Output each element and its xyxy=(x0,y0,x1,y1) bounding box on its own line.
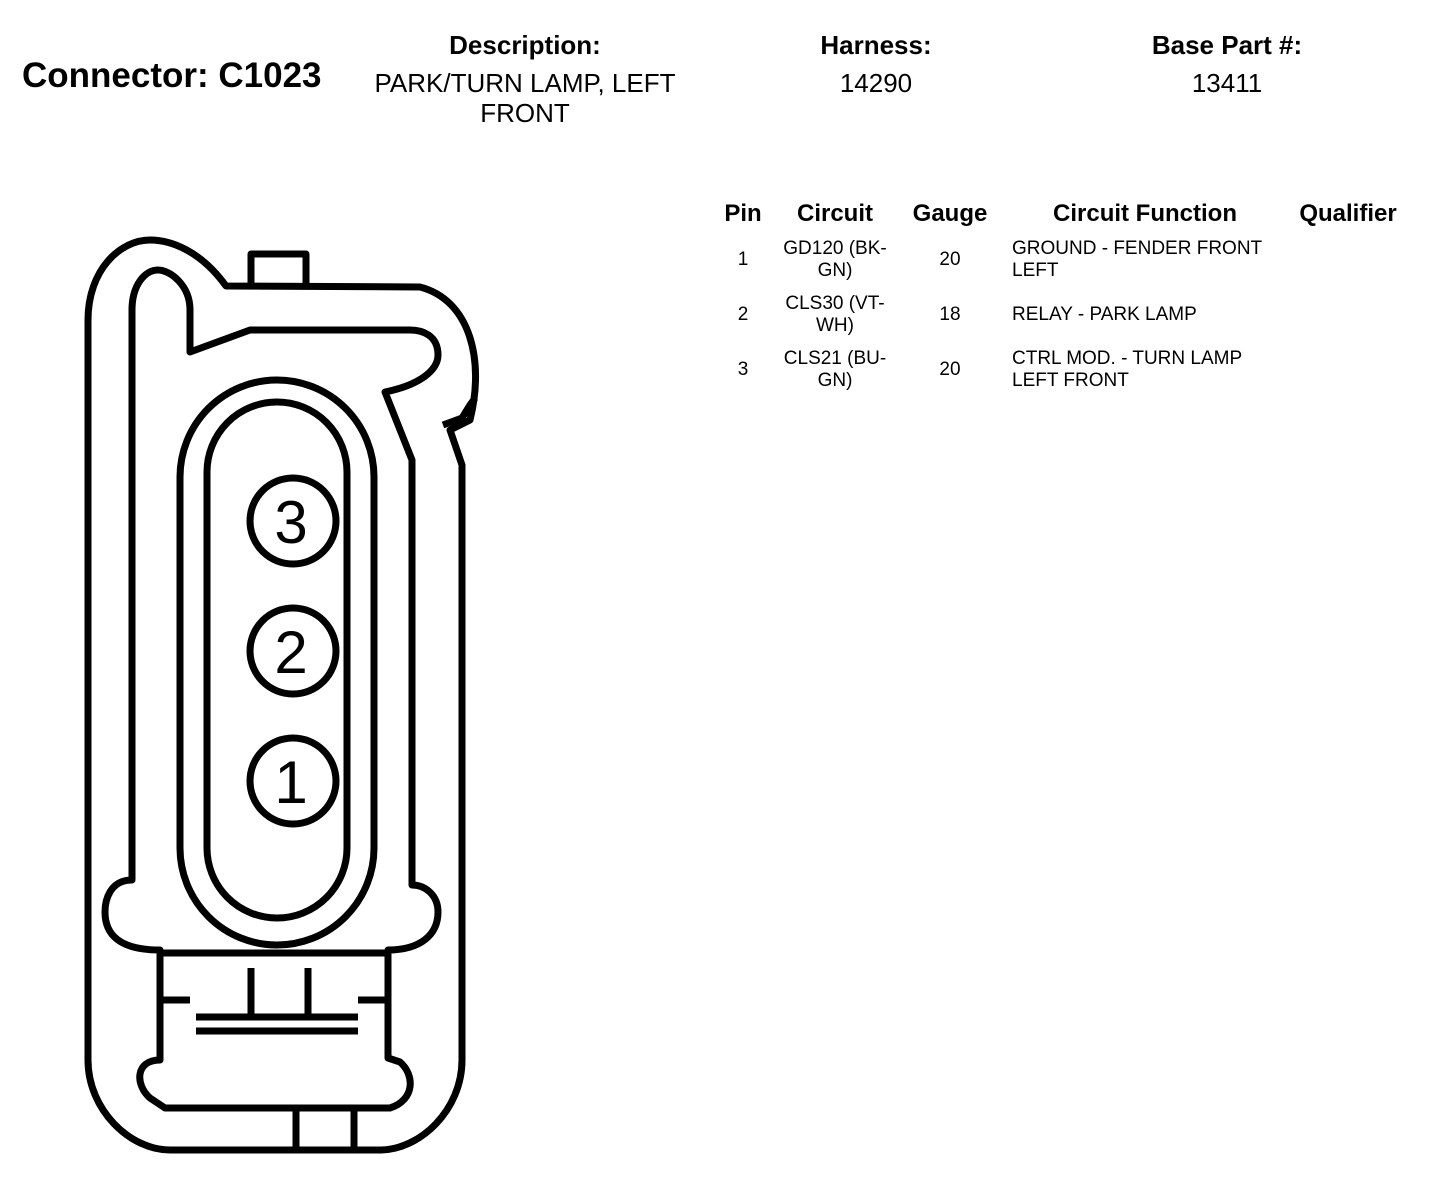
pin-2: 2 xyxy=(246,604,340,698)
cell-pin: 1 xyxy=(737,248,749,270)
pin-1-label: 1 xyxy=(274,749,307,816)
bottom-key-tab xyxy=(292,1106,358,1150)
pin-3-circle xyxy=(246,474,340,568)
pin-3: 3 xyxy=(246,474,340,568)
column-header-circuit-function: Circuit Function xyxy=(1053,200,1237,227)
cell-circuit-function: GROUND - FENDER FRONT LEFT xyxy=(1012,237,1262,281)
cell-qualifier xyxy=(1288,232,1408,287)
harness-value: 14290 xyxy=(839,68,913,98)
cell-qualifier xyxy=(1288,287,1408,342)
table-row: 2 CLS30 (VT-WH) 18 RELAY - PARK LAMP xyxy=(714,287,1408,342)
connector-title: Connector: C1023 xyxy=(22,56,322,95)
column-header-gauge: Gauge xyxy=(912,200,988,227)
cell-circuit: GD120 (BK-GN) xyxy=(783,237,887,281)
cell-circuit-function: RELAY - PARK LAMP xyxy=(1012,303,1197,325)
pin-table-header-row: Pin Circuit Gauge Circuit Function Quali… xyxy=(714,196,1408,232)
housing-outer-outline xyxy=(84,236,479,1154)
latch-tab xyxy=(247,250,310,285)
table-row: 3 CLS21 (BU-GN) 20 CTRL MOD. - TURN LAMP… xyxy=(714,342,1408,397)
base-part-value: 13411 xyxy=(1191,68,1263,98)
cavity-inner-ring xyxy=(203,398,351,922)
cell-gauge: 18 xyxy=(939,303,961,325)
column-header-circuit: Circuit xyxy=(796,200,873,227)
connector-face-diagram: 3 2 1 xyxy=(84,236,479,1154)
side-notch xyxy=(441,395,478,429)
pin-1: 1 xyxy=(246,734,340,828)
column-header-pin: Pin xyxy=(724,200,762,227)
pin-2-label: 2 xyxy=(274,619,307,686)
cell-circuit-function: CTRL MOD. - TURN LAMP LEFT FRONT xyxy=(1012,347,1242,391)
cell-qualifier xyxy=(1288,342,1408,397)
base-part-label: Base Part #: xyxy=(1151,30,1303,60)
pin-3-label: 3 xyxy=(274,489,307,556)
cell-pin: 2 xyxy=(737,303,749,325)
pin-1-circle xyxy=(246,734,340,828)
description-value: PARK/TURN LAMP, LEFT FRONT xyxy=(374,68,676,128)
harness-label: Harness: xyxy=(820,30,932,60)
housing-inner-outline xyxy=(101,266,442,1112)
table-row: 1 GD120 (BK-GN) 20 GROUND - FENDER FRONT… xyxy=(714,232,1408,287)
cell-circuit: CLS30 (VT-WH) xyxy=(785,292,885,336)
cell-pin: 3 xyxy=(737,358,749,380)
description-label: Description: xyxy=(449,30,601,60)
pin-table: Pin Circuit Gauge Circuit Function Quali… xyxy=(714,196,1408,397)
cavity-outer-ring xyxy=(176,376,378,949)
cell-gauge: 20 xyxy=(939,248,961,270)
column-header-qualifier: Qualifier xyxy=(1299,200,1397,227)
cell-circuit: CLS21 (BU-GN) xyxy=(783,347,887,391)
pin-2-circle xyxy=(246,604,340,698)
cell-gauge: 20 xyxy=(939,358,961,380)
